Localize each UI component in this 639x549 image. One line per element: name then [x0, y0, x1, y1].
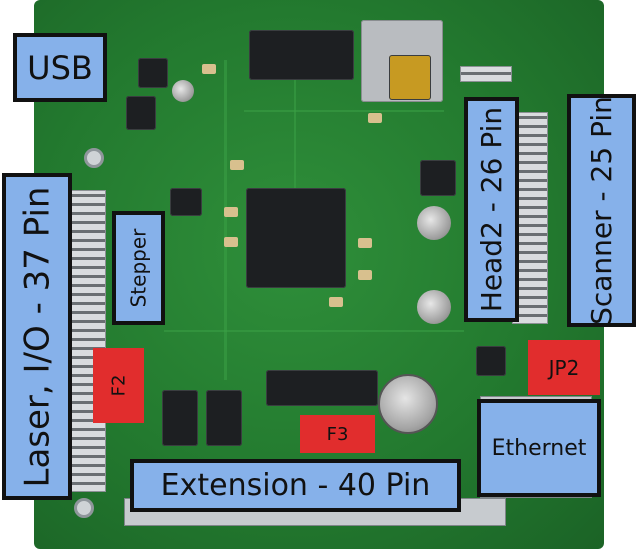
logic-chip — [170, 188, 202, 216]
sd-card-contacts — [389, 55, 431, 100]
pcb-trace — [224, 60, 227, 380]
scanner-label: Scanner - 25 Pin — [567, 94, 636, 327]
pcb-trace — [164, 330, 464, 332]
ethernet-label-text: Ethernet — [491, 435, 587, 461]
usb-label: USB — [13, 33, 107, 102]
head2-label: Head2 - 26 Pin — [464, 97, 519, 322]
f3-label: F3 — [300, 415, 375, 453]
stepper-label-text: Stepper — [126, 228, 151, 308]
inductor — [420, 160, 456, 196]
ceramic-capacitor — [358, 270, 372, 280]
f2-label: F2 — [93, 348, 144, 423]
pin-header-small — [460, 66, 512, 82]
usb-controller-chip — [138, 58, 168, 88]
ceramic-capacitor — [202, 64, 216, 74]
mounting-hole — [74, 498, 94, 518]
f2-label-text: F2 — [108, 374, 129, 397]
ceramic-capacitor — [358, 238, 372, 248]
ceramic-capacitor — [224, 237, 238, 247]
jp2-label: JP2 — [528, 340, 600, 395]
scanner-label-text: Scanner - 25 Pin — [585, 96, 619, 325]
extension-label: Extension - 40 Pin — [130, 459, 461, 512]
electrolytic-capacitor — [172, 80, 194, 102]
ceramic-capacitor — [224, 207, 238, 217]
laser-io-label: Laser, I/O - 37 Pin — [2, 173, 72, 500]
driver-chip — [266, 370, 378, 406]
mounting-hole — [84, 148, 104, 168]
pcb-trace — [244, 110, 444, 112]
logic-chip — [162, 390, 198, 446]
ethernet-label: Ethernet — [477, 399, 601, 497]
logic-chip — [206, 390, 242, 446]
fpga-chip — [246, 188, 346, 288]
ceramic-capacitor — [368, 113, 382, 123]
stepper-label: Stepper — [112, 211, 165, 325]
extension-label-text: Extension - 40 Pin — [160, 468, 431, 503]
crystal-chip — [126, 96, 156, 130]
electrolytic-capacitor — [417, 290, 451, 324]
head2-label-text: Head2 - 26 Pin — [475, 106, 509, 313]
usb-label-text: USB — [27, 48, 93, 87]
laser-io-label-text: Laser, I/O - 37 Pin — [17, 186, 58, 487]
jp2-label-text: JP2 — [548, 355, 580, 380]
pcb-trace — [294, 40, 296, 190]
f3-label-text: F3 — [326, 423, 349, 445]
ceramic-capacitor — [329, 297, 343, 307]
coin-battery — [378, 374, 438, 434]
electrolytic-capacitor — [417, 206, 451, 240]
memory-chip — [249, 30, 354, 80]
ethernet-phy-chip — [476, 346, 506, 376]
ceramic-capacitor — [230, 160, 244, 170]
